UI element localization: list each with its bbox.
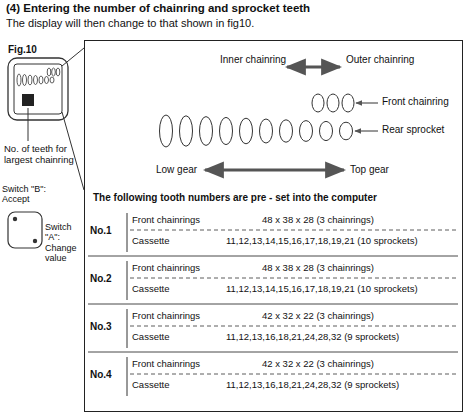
table-cell: 11,12,13,16,18,21,24,28,32 (9 sprockets) bbox=[226, 332, 399, 343]
lcd-digits bbox=[22, 94, 34, 106]
rear-sprocket-icons bbox=[160, 115, 353, 147]
part-label: Rear sprocket bbox=[382, 124, 444, 136]
front-chainring-icons bbox=[312, 94, 354, 112]
preset-number: No.1 bbox=[90, 225, 112, 237]
computer-body bbox=[8, 58, 68, 120]
zoom-line bbox=[62, 48, 84, 66]
direction-label: Top gear bbox=[350, 164, 389, 176]
switch-b bbox=[13, 217, 17, 221]
table-cell: 11,12,13,16,18,21,24,28,32 (9 sprockets) bbox=[226, 380, 399, 391]
section-title: (4) Entering the number of chainring and… bbox=[6, 2, 310, 15]
table-cell: Cassette bbox=[132, 380, 170, 391]
preset-number: No.4 bbox=[90, 369, 112, 381]
lcd-screen bbox=[14, 64, 62, 114]
table-cell: Cassette bbox=[132, 332, 170, 343]
table-rules bbox=[88, 213, 458, 396]
table-cell: Cassette bbox=[132, 284, 170, 295]
table-cell: 48 x 38 x 28 (3 chainrings) bbox=[262, 263, 374, 274]
table-heading: The following tooth numbers are pre - se… bbox=[93, 192, 377, 204]
leader-arrow bbox=[356, 103, 378, 104]
direction-arrow bbox=[287, 66, 340, 69]
direction-label: Inner chainring bbox=[220, 54, 286, 66]
part-label: Front chainring bbox=[382, 96, 449, 108]
table-cell: 42 x 32 x 22 (3 chainrings) bbox=[262, 359, 374, 370]
direction-arrow bbox=[205, 169, 344, 172]
switch-label: Switch "A": Change value bbox=[45, 222, 82, 263]
figure-label: Fig.10 bbox=[8, 44, 37, 56]
preset-number: No.3 bbox=[90, 321, 112, 333]
direction-label: Outer chainring bbox=[346, 54, 414, 66]
table-cell: 11,12,13,14,15,16,17,18,19,21 (10 sprock… bbox=[226, 236, 418, 247]
switch-label: Switch "B": Accept bbox=[2, 184, 50, 205]
table-cell: Front chainrings bbox=[132, 263, 200, 274]
table-cell: Cassette bbox=[132, 236, 170, 247]
table-cell: 42 x 32 x 22 (3 chainrings) bbox=[262, 311, 374, 322]
table-cell: Front chainrings bbox=[132, 359, 200, 370]
lcd-gear-icons bbox=[17, 68, 60, 86]
table-cell: 11,12,13,14,15,16,17,18,19,21 (10 sprock… bbox=[226, 284, 418, 295]
direction-label: Low gear bbox=[156, 164, 197, 176]
callout-label: No. of teeth for largest chainring bbox=[4, 144, 82, 166]
subtitle: The display will then change to that sho… bbox=[6, 17, 254, 30]
table-cell: 48 x 38 x 28 (3 chainrings) bbox=[262, 215, 374, 226]
switch-a bbox=[33, 239, 37, 243]
switch-unit bbox=[8, 212, 42, 248]
table-cell: Front chainrings bbox=[132, 311, 200, 322]
figure-panel: The following tooth numbers are pre - se… bbox=[84, 40, 463, 412]
table-cell: Front chainrings bbox=[132, 215, 200, 226]
leader-arrow bbox=[355, 131, 378, 132]
leader-line bbox=[28, 108, 29, 141]
preset-number: No.2 bbox=[90, 273, 112, 285]
